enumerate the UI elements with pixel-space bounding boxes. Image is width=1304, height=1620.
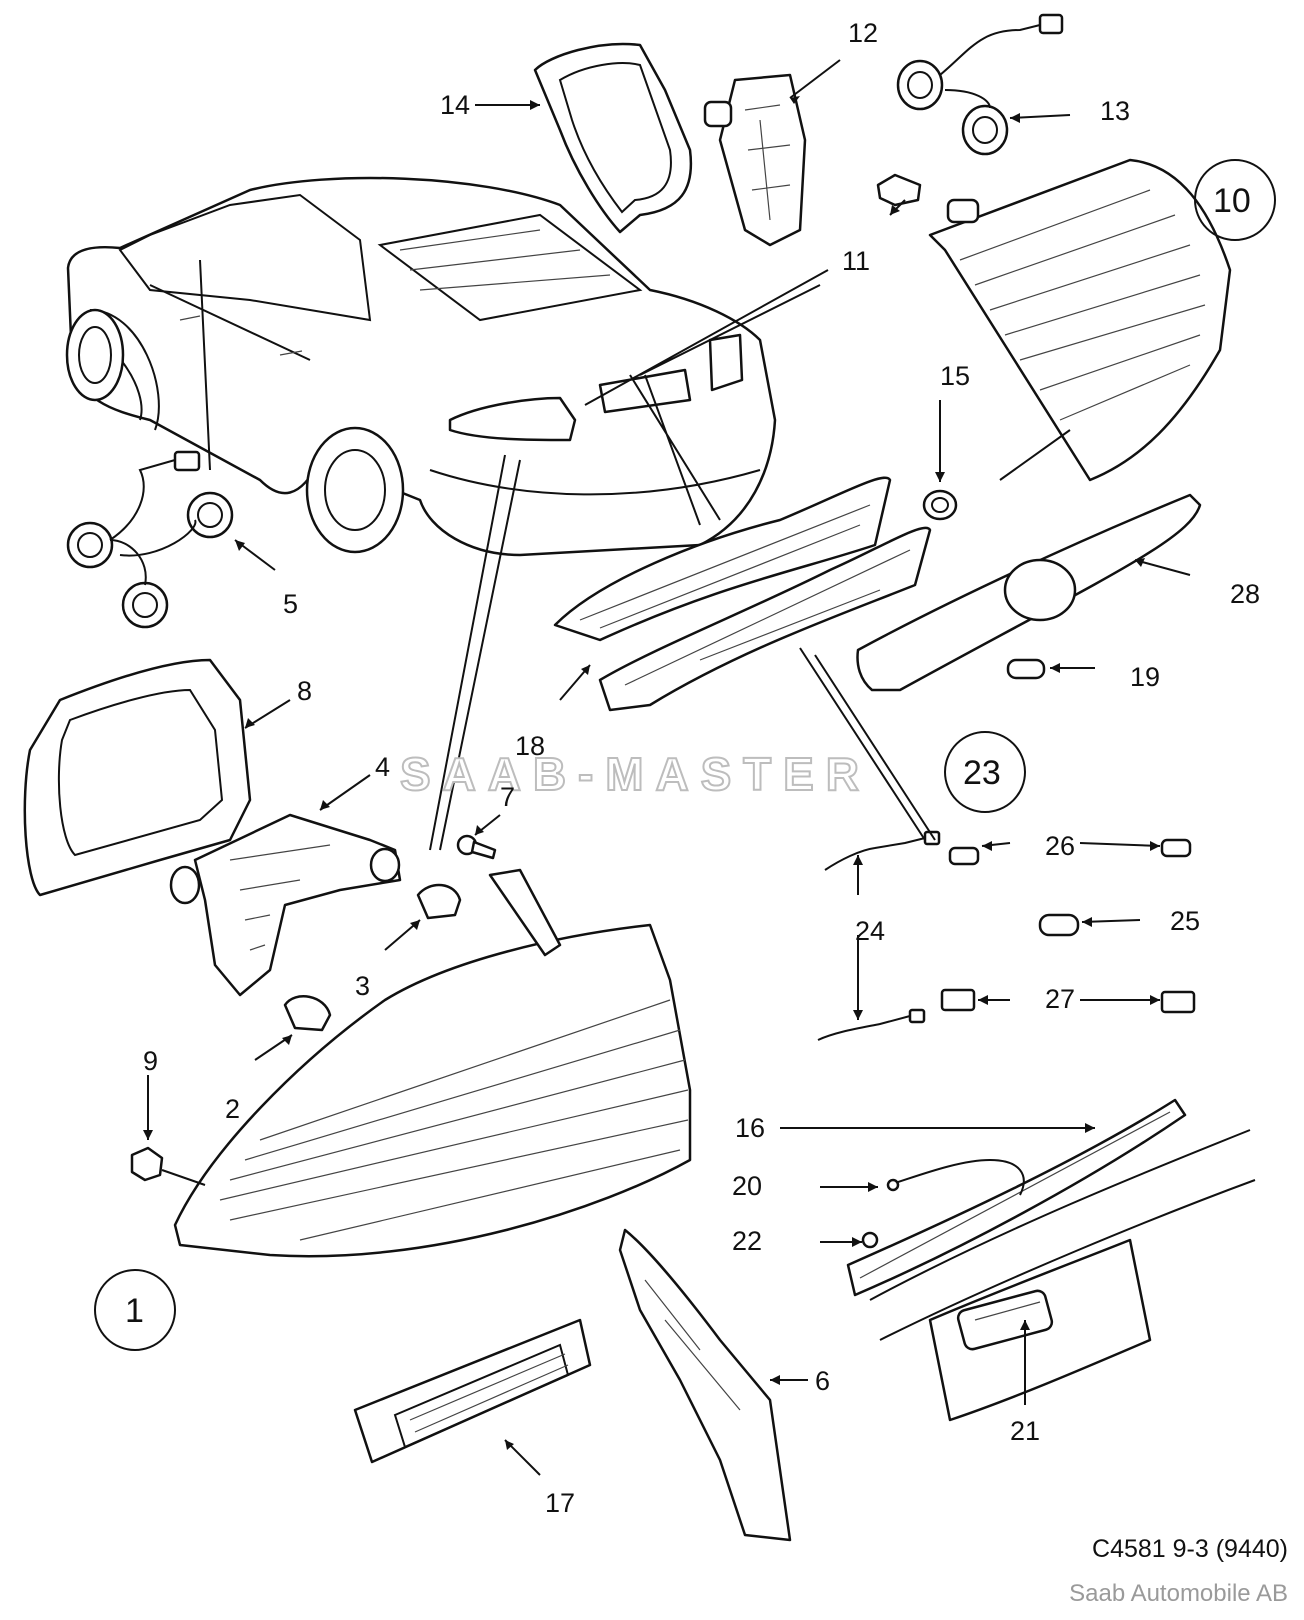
callout-21: 21 bbox=[1010, 1416, 1040, 1446]
part-26-clip bbox=[948, 838, 1192, 866]
callout-24: 24 bbox=[855, 916, 885, 946]
part-19-clip bbox=[1006, 658, 1046, 680]
part-6-trim-panel bbox=[618, 1228, 792, 1542]
callout-5: 5 bbox=[283, 589, 298, 619]
part-20-wire bbox=[886, 1158, 1025, 1196]
callout-10: 10 bbox=[1213, 182, 1251, 220]
part-11-bulb bbox=[876, 173, 922, 207]
callout-15: 15 bbox=[940, 361, 970, 391]
part-9-nut bbox=[130, 1146, 164, 1182]
callout-19: 19 bbox=[1130, 662, 1160, 692]
callout-23: 23 bbox=[963, 754, 1001, 792]
callout-27: 27 bbox=[1045, 984, 1075, 1014]
callout-26: 26 bbox=[1045, 831, 1075, 861]
callout-7: 7 bbox=[500, 782, 515, 812]
part-24-wire bbox=[817, 830, 941, 1041]
leader-lines bbox=[143, 59, 1191, 1476]
callout-22: 22 bbox=[732, 1226, 762, 1256]
part-15-grommet bbox=[922, 489, 958, 521]
callout-circle-23 bbox=[944, 731, 1026, 813]
callout-25: 25 bbox=[1170, 906, 1200, 936]
callout-1: 1 bbox=[125, 1292, 144, 1330]
watermark-text: SAAB-MASTER bbox=[400, 748, 860, 800]
diagram-code: C4581 9-3 (9440) bbox=[1092, 1535, 1288, 1563]
callout-8: 8 bbox=[297, 676, 312, 706]
part-8-gasket bbox=[23, 658, 252, 897]
car-illustration bbox=[65, 176, 777, 557]
callout-12: 12 bbox=[848, 18, 878, 48]
callout-circle-1 bbox=[94, 1269, 176, 1351]
part-17-license-lamp bbox=[353, 1318, 592, 1464]
callout-17: 17 bbox=[545, 1488, 575, 1518]
part-4-bulb-holder bbox=[169, 813, 402, 997]
part-7-screw bbox=[456, 834, 497, 860]
part-25-clip bbox=[1038, 913, 1080, 937]
callout-circle-10 bbox=[1194, 159, 1276, 241]
part-12-bulb-holder bbox=[703, 73, 807, 247]
callout-14: 14 bbox=[440, 90, 470, 120]
manufacturer-credit: Saab Automobile AB bbox=[1069, 1580, 1288, 1607]
part-2-bulb bbox=[283, 995, 332, 1032]
part-10-inner-lamp bbox=[928, 158, 1232, 482]
callout-28: 28 bbox=[1230, 579, 1260, 609]
part-27-clip bbox=[940, 988, 1196, 1014]
callout-9: 9 bbox=[143, 1046, 158, 1076]
callout-6: 6 bbox=[815, 1366, 830, 1396]
part-18-trim bbox=[553, 476, 932, 712]
callout-13: 13 bbox=[1100, 96, 1130, 126]
part-5-wiring-harness bbox=[66, 450, 234, 629]
part-1-outer-lamp bbox=[173, 868, 692, 1258]
callout-3: 3 bbox=[355, 971, 370, 1001]
part-14-gasket bbox=[533, 42, 693, 234]
part-22-grommet bbox=[861, 1231, 879, 1249]
callout-11: 11 bbox=[842, 246, 870, 276]
part-28-handle-bar bbox=[856, 493, 1202, 692]
callout-16: 16 bbox=[735, 1113, 765, 1143]
callout-20: 20 bbox=[732, 1171, 762, 1201]
part-16-light-bar bbox=[846, 1098, 1187, 1297]
callout-2: 2 bbox=[225, 1094, 240, 1124]
callout-18: 18 bbox=[515, 731, 545, 761]
part-3-bulb bbox=[416, 883, 462, 920]
part-21-lamp bbox=[956, 1289, 1054, 1351]
part-13-wiring-harness bbox=[896, 13, 1064, 156]
callout-4: 4 bbox=[375, 752, 390, 782]
